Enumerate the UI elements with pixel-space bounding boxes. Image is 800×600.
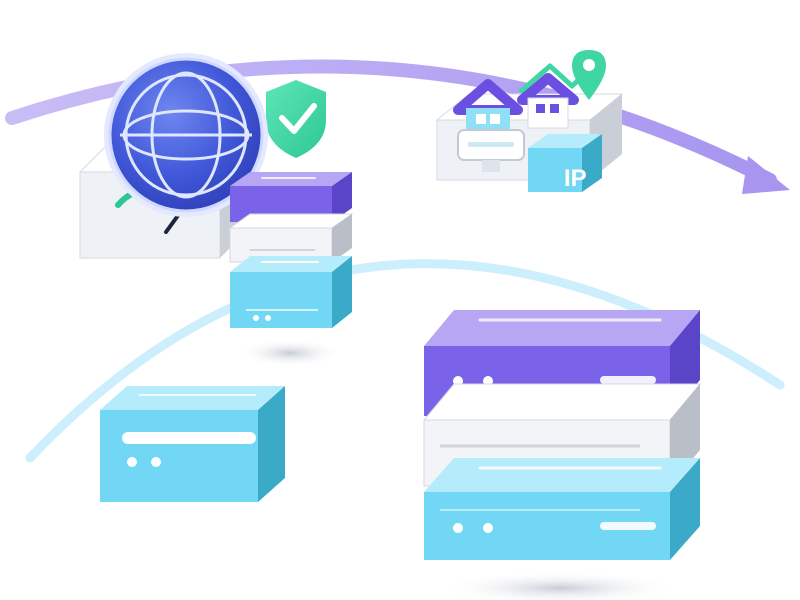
standalone-server-cyan	[100, 386, 285, 502]
globe-icon	[104, 53, 268, 234]
arc-arrow-head	[742, 156, 790, 194]
ip-cube: IP	[528, 134, 602, 192]
small-server-cyan	[230, 256, 352, 328]
shield-check-icon	[266, 80, 326, 158]
monitor-icon	[457, 129, 525, 172]
rack-server-cyan	[424, 458, 700, 560]
house-icon-2	[517, 73, 579, 129]
shadow-middle	[238, 339, 342, 367]
shadow-bottom	[440, 572, 680, 600]
ip-label: IP	[564, 165, 587, 192]
location-pin-icon	[572, 50, 606, 100]
small-server-white	[228, 213, 354, 263]
small-server-purple	[230, 172, 352, 222]
